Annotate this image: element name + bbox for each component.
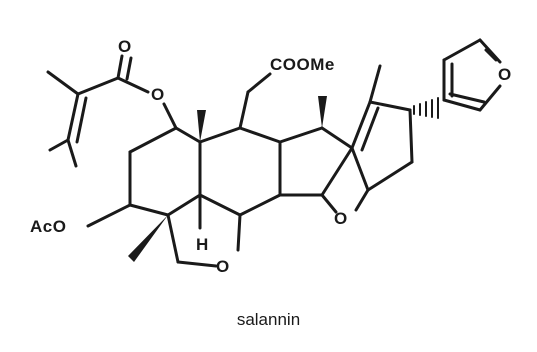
ester-carbonyl-oxygen-label: O xyxy=(118,37,132,56)
acetoxy-label: AcO xyxy=(30,217,66,236)
ring-c xyxy=(278,126,354,197)
ether-ring-center xyxy=(320,146,370,214)
ether-oxygen-bottom-label: O xyxy=(216,257,230,276)
furan-oxygen-label: O xyxy=(498,65,512,84)
compound-name-caption: salannin xyxy=(236,310,301,329)
ring-hydrogen-label: H xyxy=(196,235,209,254)
ring-d xyxy=(350,100,414,192)
ester-link-oxygen-label: O xyxy=(151,85,165,104)
ring-a xyxy=(128,126,202,217)
c8-methyl-wedge xyxy=(318,96,327,128)
methyl-ester-label: COOMe xyxy=(270,55,335,74)
ring-b xyxy=(198,126,282,217)
methyl-ester-side-chain xyxy=(238,72,272,130)
c10-methyl-wedge xyxy=(197,110,206,142)
ether-oxygen-center-label: O xyxy=(334,209,348,228)
acetoxy-bond xyxy=(86,203,132,228)
furan-ring xyxy=(442,38,502,112)
hashed-bond-to-furan xyxy=(413,97,439,119)
c13-methyl-bond xyxy=(368,64,382,104)
c4-methyl-wedge xyxy=(128,215,168,262)
tiglate-side-chain xyxy=(46,54,178,168)
ether-bridge-bottom xyxy=(166,213,242,268)
